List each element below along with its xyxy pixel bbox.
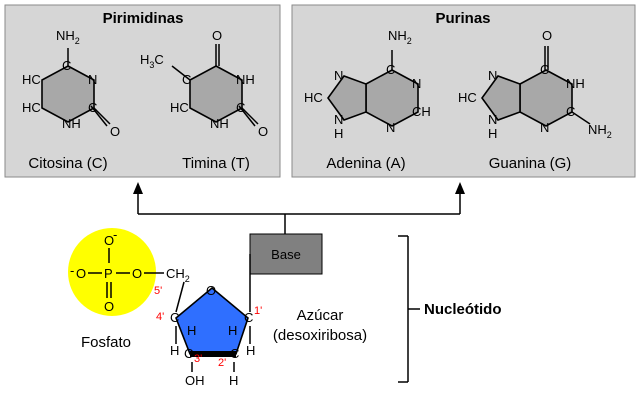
cytosine-c4: C <box>62 58 71 73</box>
guanine-label: Guanina (G) <box>489 155 572 172</box>
guanine-structure: O C NH C N NH2 N HC N H Guanina (G) <box>458 28 612 172</box>
carbon-4-prime: 4' <box>156 311 164 323</box>
cytosine-o2: O <box>110 124 120 139</box>
cytosine-c6: HC <box>22 100 41 115</box>
guanine-five-ring <box>481 75 521 121</box>
phosphate-o-left: O <box>76 266 86 281</box>
adenine-n1: N <box>412 76 421 91</box>
cytosine-c2: C <box>88 100 97 115</box>
thymine-n3: NH <box>236 72 255 87</box>
sugar-h4: H <box>187 323 196 338</box>
sugar-c3: C <box>184 346 193 361</box>
adenine-n3: N <box>386 120 395 135</box>
phosphate-label: Fosfato <box>81 334 131 351</box>
guanine-h9: H <box>488 126 497 141</box>
thymine-c6: HC <box>170 100 189 115</box>
sugar-h1-down: H <box>246 343 255 358</box>
cytosine-n1: NH <box>62 116 81 131</box>
thymine-ch3: H3C <box>140 52 164 70</box>
adenine-c6: C <box>386 62 395 77</box>
guanine-o6: O <box>542 28 552 43</box>
cytosine-ring <box>41 65 95 123</box>
phosphate-o-right: O <box>132 266 142 281</box>
arrow-to-pyrimidines-icon <box>133 182 143 194</box>
guanine-n7: N <box>488 68 497 83</box>
adenine-c8: HC <box>304 90 323 105</box>
cytosine-c5: HC <box>22 72 41 87</box>
sugar-c1: C <box>244 310 253 325</box>
thymine-label: Timina (T) <box>182 155 250 172</box>
base-connector-arrows <box>133 182 465 234</box>
phosphate-o-bottom: O <box>104 299 114 314</box>
base-box-label: Base <box>271 247 301 262</box>
guanine-c2: C <box>566 104 575 119</box>
guanine-c6: C <box>540 62 549 77</box>
carbon-5-prime: 5' <box>154 285 162 297</box>
cytosine-n3: N <box>88 72 97 87</box>
carbon-3-prime: 3' <box>194 353 202 365</box>
adenine-structure: NH2 C N CH N N HC N H Adenina (A) <box>304 28 431 172</box>
purines-title: Purinas <box>435 10 490 27</box>
cytosine-structure: NH2 C N C NH HC HC O Citosina (C) <box>22 28 120 172</box>
phosphate-circle <box>68 228 156 316</box>
svg-text:-: - <box>113 227 117 242</box>
adenine-label: Adenina (A) <box>326 155 405 172</box>
guanine-n1: NH <box>566 76 585 91</box>
sugar-ch2: CH2 <box>166 266 190 284</box>
sugar-oh3: OH <box>185 373 205 388</box>
cytosine-nh2: NH2 <box>56 28 80 46</box>
phosphate-group: O - - O P O O <box>70 227 164 314</box>
guanine-n9: N <box>488 112 497 127</box>
sugar-detail-label: (desoxiribosa) <box>273 327 367 344</box>
pyrimidines-title: Pirimidinas <box>103 10 184 27</box>
adenine-h9: H <box>334 126 343 141</box>
sugar-c4: C <box>170 310 179 325</box>
phosphate-o-top: O <box>104 233 114 248</box>
cytosine-label: Citosina (C) <box>28 155 107 172</box>
sugar-h2: H <box>229 373 238 388</box>
thymine-n1: NH <box>210 116 229 131</box>
base-box <box>249 233 323 275</box>
adenine-nh2: NH2 <box>388 28 412 46</box>
svg-text:-: - <box>70 263 74 278</box>
guanine-c8: HC <box>458 90 477 105</box>
guanine-nh2: NH2 <box>588 122 612 140</box>
sugar-h4-down: H <box>170 343 179 358</box>
thymine-structure: O H3C NH C NH HC C O Timina (T) <box>140 28 268 172</box>
nucleotide-label: Nucleótido <box>424 301 502 318</box>
arrow-to-purines-icon <box>455 182 465 194</box>
guanine-n3: N <box>540 120 549 135</box>
adenine-n9: N <box>334 112 343 127</box>
thymine-o4: O <box>212 28 222 43</box>
thymine-c2: C <box>236 100 245 115</box>
carbon-1-prime: 1' <box>254 305 262 317</box>
sugar-label: Azúcar <box>297 307 344 324</box>
thymine-o2: O <box>258 124 268 139</box>
sugar-o4: O <box>206 283 216 298</box>
sugar-c2: C <box>230 346 239 361</box>
sugar-h1: H <box>228 323 237 338</box>
adenine-five-ring <box>327 75 367 121</box>
phosphate-p: P <box>104 266 113 281</box>
adenine-c2: CH <box>412 104 431 119</box>
nucleotide-bracket <box>398 235 420 383</box>
adenine-n7: N <box>334 68 343 83</box>
thymine-c5: C <box>182 72 191 87</box>
carbon-2-prime: 2' <box>218 357 226 369</box>
